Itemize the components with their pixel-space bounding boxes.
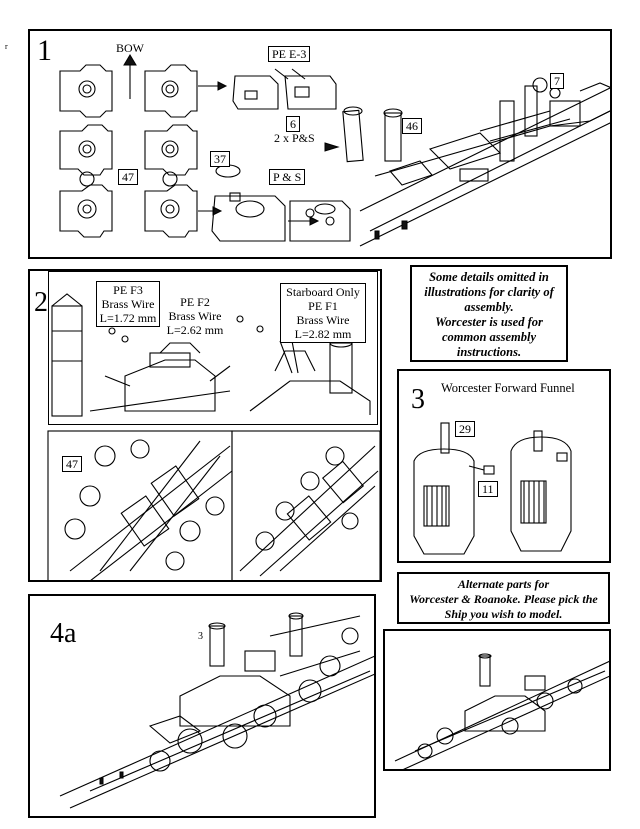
note-line-5: common assembly: [441, 330, 537, 344]
pe-f2-wire: Brass Wire: [168, 309, 222, 323]
step-1-panel: 1 BOW PE E-3 6 2 x P&S 37 P & S 47 46 7: [28, 29, 612, 259]
part-37-label: 37: [210, 151, 230, 167]
pe-f2-title: PE F2: [180, 295, 210, 309]
part-29-label: 29: [455, 421, 475, 437]
step-4a-panel: 4a 3: [28, 594, 376, 818]
note-line-6: instructions.: [456, 345, 522, 359]
step-4a-illustration: [59, 612, 374, 809]
step-4-alternate-panel: [383, 629, 611, 771]
step-4a-number: 4a: [50, 618, 77, 649]
note-line-2: illustrations for clarity of: [424, 285, 554, 299]
assembly-note: Some details omitted in illustrations fo…: [410, 265, 568, 362]
step-2-detail-box: [48, 271, 378, 425]
pe-f2-callout: PE F2 Brass Wire L=2.62 mm: [162, 294, 228, 338]
step-1-illustration: [59, 54, 610, 247]
step-3-title: Worcester Forward Funnel: [441, 381, 575, 395]
part-pe-e3-label: PE E-3: [268, 46, 311, 62]
part-47-step2-label: 47: [62, 456, 82, 472]
pe-f2-length: L=2.62 mm: [166, 323, 224, 337]
pe-f3-wire: Brass Wire: [101, 297, 155, 311]
step-1-number: 1: [37, 34, 52, 67]
note-line-1: Some details omitted in: [429, 270, 549, 284]
pe-f1-length: L=2.82 mm: [294, 327, 352, 341]
alternate-line-2: Worcester & Roanoke. Please pick the: [409, 592, 598, 606]
pe-f1-wire: Brass Wire: [296, 313, 350, 327]
bow-label: BOW: [116, 41, 144, 55]
pe-f3-title: PE F3: [113, 283, 143, 297]
note-line-3: assembly.: [464, 300, 514, 314]
step-3-number: 3: [411, 384, 425, 415]
step-3-illustration: [413, 422, 572, 555]
pe-f3-length: L=1.72 mm: [99, 311, 157, 325]
pe-f1-callout: Starboard Only PE F1 Brass Wire L=2.82 m…: [280, 283, 366, 343]
note-line-4: Worcester is used for: [435, 315, 543, 329]
ref-3-label: 3: [198, 631, 203, 642]
page-mark: r: [5, 42, 8, 51]
pe-f1-title: PE F1: [308, 299, 338, 313]
part-6-note: 2 x P&S: [274, 131, 315, 145]
part-7-label: 7: [550, 73, 564, 89]
step-3-panel: 3 Worcester Forward Funnel 29 11: [397, 369, 611, 563]
part-47-label: 47: [118, 169, 138, 185]
step-4-alternate-illustration: [394, 653, 609, 769]
alternate-line-3: Ship you wish to model.: [444, 607, 563, 621]
part-46-label: 46: [402, 118, 422, 134]
pe-f3-callout: PE F3 Brass Wire L=1.72 mm: [96, 281, 160, 327]
step-2-illustration: [47, 293, 380, 580]
part-11-label: 11: [478, 481, 498, 497]
alternate-line-1: Alternate parts for: [457, 577, 550, 591]
step-2-panel: 2 PE F3 Brass Wire L=1.72 mm PE F2 Brass…: [28, 269, 382, 582]
step-2-number: 2: [34, 287, 48, 318]
part-ps-label: P & S: [269, 169, 306, 185]
part-6-label: 6: [286, 116, 300, 132]
pe-f1-side: Starboard Only: [286, 285, 360, 299]
alternate-parts-note: Alternate parts for Worcester & Roanoke.…: [397, 572, 610, 624]
